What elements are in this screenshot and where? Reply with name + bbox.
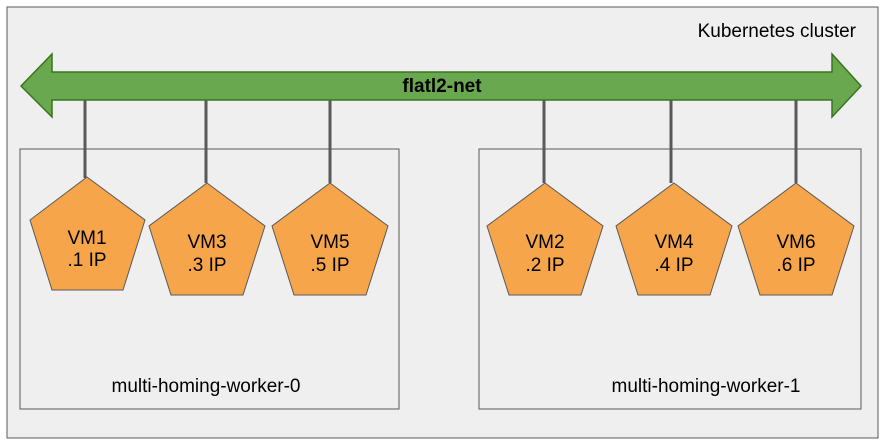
vm4-pentagon [615, 182, 733, 296]
worker-0-label: multi-homing-worker-0 [112, 376, 301, 397]
vm1-name: VM1 [67, 228, 106, 249]
cluster-label: Kubernetes cluster [698, 21, 857, 42]
vm5-pentagon [271, 182, 389, 296]
vm2-pentagon [486, 182, 604, 296]
vm2-ip: .2 IP [525, 255, 564, 276]
vm3-pentagon [148, 182, 266, 296]
vm4-name: VM4 [654, 232, 694, 253]
network-label: flatl2-net [402, 76, 482, 97]
vm4-ip: .4 IP [654, 255, 693, 276]
vm5-ip: .5 IP [310, 255, 349, 276]
vm3-name: VM3 [187, 232, 226, 253]
vm1-ip: .1 IP [67, 250, 106, 271]
vm5-name: VM5 [310, 232, 349, 253]
vm6-name: VM6 [776, 232, 815, 253]
network-arrow [19, 52, 863, 119]
vm6-pentagon [737, 182, 855, 296]
vm3-ip: .3 IP [187, 255, 226, 276]
vm6-ip: .6 IP [776, 255, 815, 276]
vm2-name: VM2 [525, 232, 564, 253]
worker-1-label: multi-homing-worker-1 [612, 376, 801, 397]
vm1-pentagon [29, 176, 146, 291]
